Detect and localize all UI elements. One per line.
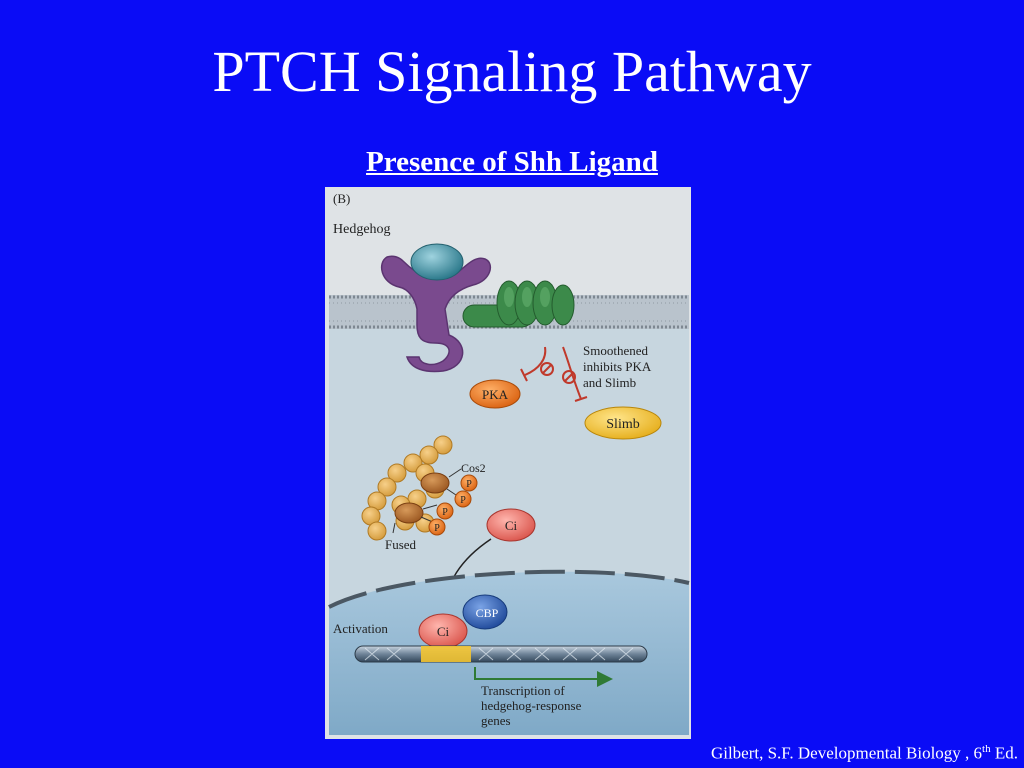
cos2-fused-complex bbox=[361, 435, 462, 541]
ci-label-cytoplasm: Ci bbox=[505, 518, 518, 533]
hedgehog-label: Hedgehog bbox=[333, 222, 391, 237]
slide-title: PTCH Signaling Pathway bbox=[212, 39, 812, 104]
panel-label: (B) bbox=[333, 191, 350, 206]
slimb-protein bbox=[584, 406, 662, 440]
smoothened-note-line1: Smoothened bbox=[583, 343, 648, 358]
phospho-label-1: P bbox=[466, 479, 472, 490]
phosphate-groups: P P P P bbox=[428, 474, 478, 536]
transcription-note-line2: hedgehog-response bbox=[481, 698, 582, 713]
cbp-protein bbox=[462, 594, 508, 630]
pka-protein bbox=[469, 379, 521, 409]
cos2-label: Cos2 bbox=[461, 461, 486, 475]
pka-label: PKA bbox=[482, 387, 509, 402]
fused-label: Fused bbox=[385, 537, 417, 552]
smoothened-note-line2: inhibits PKA bbox=[583, 359, 652, 374]
transcription-note-line3: genes bbox=[481, 713, 511, 728]
ci-protein-cytoplasm bbox=[486, 508, 536, 542]
citation-superscript: th bbox=[982, 743, 991, 756]
transcription-note-line1: Transcription of bbox=[481, 683, 565, 698]
pathway-figure: (B) Hedgehog bbox=[325, 187, 691, 739]
citation-text: Gilbert, S.F. Developmental Biology , 6 bbox=[710, 744, 983, 763]
phospho-label-3: P bbox=[442, 507, 448, 518]
slimb-label: Slimb bbox=[606, 417, 639, 432]
inhibition-lines bbox=[520, 346, 588, 402]
pathway-diagram: (B) Hedgehog bbox=[325, 187, 691, 739]
activation-label: Activation bbox=[333, 621, 388, 636]
citation: Gilbert, S.F. Developmental Biology , 6t… bbox=[711, 743, 1018, 764]
dna-strand bbox=[354, 645, 648, 663]
slide-subtitle: Presence of Shh Ligand bbox=[366, 146, 658, 178]
hedgehog-ligand bbox=[410, 243, 464, 281]
phospho-label-2: P bbox=[460, 495, 466, 506]
smoothened-receptor bbox=[462, 280, 575, 328]
smoothened-note-line3: and Slimb bbox=[583, 375, 636, 390]
ci-label-nucleus: Ci bbox=[437, 624, 450, 639]
phospho-label-4: P bbox=[434, 523, 440, 534]
transcription-arrow bbox=[474, 667, 613, 687]
citation-suffix: Ed. bbox=[990, 744, 1018, 763]
cbp-label: CBP bbox=[476, 606, 499, 620]
